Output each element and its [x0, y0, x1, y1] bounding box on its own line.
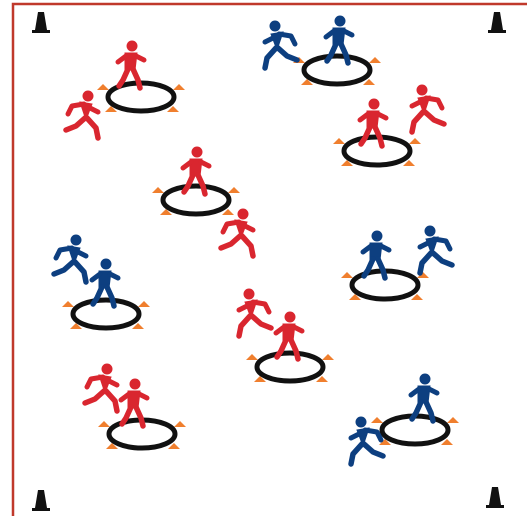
marker-cone-icon [62, 301, 74, 307]
marker-cone-icon [246, 354, 258, 360]
red-running-player-icon [221, 209, 253, 256]
corner-cone-icon [32, 12, 50, 33]
station-1 [66, 41, 185, 138]
blue-running-player-icon [54, 235, 86, 282]
red-running-player-icon [85, 364, 117, 411]
marker-cone-icon [322, 354, 334, 360]
marker-cone-icon [371, 417, 383, 423]
station-4 [152, 147, 253, 256]
blue-running-player-icon [351, 417, 383, 464]
marker-cone-icon [341, 272, 353, 278]
station-9 [351, 374, 459, 464]
station-2 [265, 16, 381, 85]
station-3 [333, 85, 444, 166]
marker-cone-icon [174, 421, 186, 427]
ring-icon [344, 137, 410, 165]
blue-running-player-icon [265, 21, 297, 68]
red-defending-player-icon [118, 41, 144, 88]
marker-cone-icon [152, 187, 164, 193]
station-6 [341, 226, 452, 300]
corner-cone-icon [488, 12, 506, 33]
blue-defending-player-icon [411, 374, 437, 421]
station-7 [239, 289, 334, 382]
station-8 [85, 364, 186, 449]
marker-cone-icon [138, 301, 150, 307]
field-boundary [13, 4, 527, 516]
marker-cone-icon [173, 84, 185, 90]
ring-icon [257, 353, 323, 381]
marker-cone-icon [228, 187, 240, 193]
red-running-player-icon [66, 91, 98, 138]
blue-running-player-icon [420, 226, 452, 273]
corner-cone-icon [486, 487, 504, 508]
marker-cone-icon [98, 421, 110, 427]
marker-cone-icon [333, 138, 345, 144]
marker-cone-icon [409, 138, 421, 144]
corner-cone-icon [32, 490, 50, 511]
marker-cone-icon [97, 84, 109, 90]
ring-icon [382, 416, 448, 444]
red-running-player-icon [239, 289, 271, 336]
ring-icon [304, 56, 370, 84]
ring-icon [73, 300, 139, 328]
station-5 [54, 235, 150, 329]
ring-icon [163, 186, 229, 214]
marker-cone-icon [369, 57, 381, 63]
marker-cone-icon [447, 417, 459, 423]
red-running-player-icon [412, 85, 444, 132]
